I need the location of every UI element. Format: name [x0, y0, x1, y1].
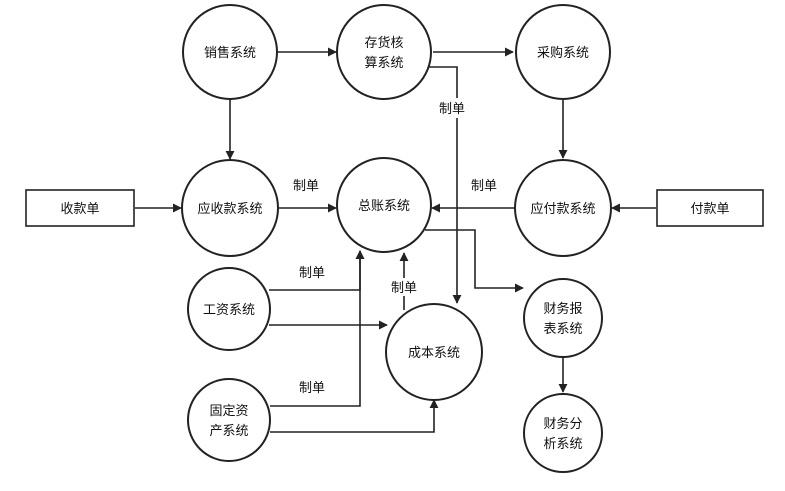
node-label-line-1: 财务分: [543, 416, 582, 432]
node-cost-system: 成本系统: [385, 303, 483, 401]
node-label: 应收款系统: [197, 201, 262, 217]
node-purchase-system: 采购系统: [515, 4, 611, 100]
node-label-line-1: 财务报: [543, 301, 582, 317]
edge-fixed-assets-to-ledger: [270, 250, 365, 407]
node-label: 采购系统: [537, 45, 589, 61]
edge-label-inventory-to-cost: 制单: [439, 102, 465, 117]
node-fixed-assets-system: 固定资 产系统: [187, 378, 271, 462]
edge-inventory-to-cost: [429, 66, 462, 304]
node-label-line-1: 固定资: [209, 404, 248, 419]
node-label-line-2: 析系统: [543, 437, 582, 452]
node-label: 付款单: [690, 202, 729, 217]
edge-ledger-to-reports: [425, 229, 524, 293]
node-sales-system: 销售系统: [182, 4, 278, 100]
node-label: 成本系统: [408, 346, 460, 361]
node-receipt-document: 收款单: [25, 189, 135, 227]
node-label-line-2: 产系统: [209, 424, 248, 439]
edges: [135, 47, 656, 433]
node-label: 总账系统: [358, 199, 410, 214]
node-label-line-2: 算系统: [364, 56, 403, 71]
node-label-line-1: 存货核: [364, 35, 403, 51]
edge-label-payroll-to-ledger: 制单: [299, 266, 325, 281]
edge-label-payable-to-ledger: 制单: [471, 179, 497, 194]
edge-labels: 制单 制单 制单 制单 制单 制单: [288, 98, 498, 396]
edge-label-fixed-assets-to-ledger: 制单: [299, 381, 325, 396]
node-label: 应付款系统: [530, 201, 595, 217]
node-payroll-system: 工资系统: [187, 267, 271, 351]
node-payment-document: 付款单: [656, 189, 764, 227]
edge-fixed-assets-to-cost: [270, 399, 439, 433]
node-analysis-system: 财务分 析系统: [523, 393, 603, 473]
edge-label-cost-to-ledger: 制单: [391, 281, 417, 296]
node-inventory-system: 存货核 算系统: [336, 4, 432, 100]
nodes: 销售系统 存货核 算系统 采购系统 应收款系统 总账系统 应付款系统 工资系统: [25, 4, 764, 473]
node-label: 收款单: [60, 202, 99, 217]
node-receivable-system: 应收款系统: [181, 159, 279, 257]
node-label: 工资系统: [203, 303, 255, 318]
node-reports-system: 财务报 表系统: [523, 278, 603, 358]
edge-label-receivable-to-ledger: 制单: [293, 179, 319, 194]
node-ledger-system: 总账系统: [336, 157, 432, 253]
node-label-line-2: 表系统: [543, 322, 582, 337]
node-label: 销售系统: [204, 45, 256, 61]
node-payable-system: 应付款系统: [514, 159, 612, 257]
